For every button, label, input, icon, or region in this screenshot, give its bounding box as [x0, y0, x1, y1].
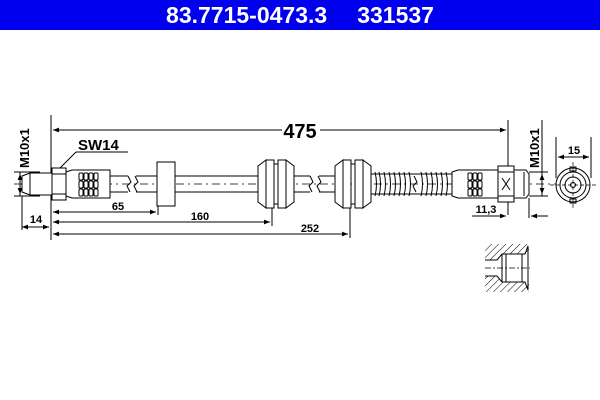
end-view: 15: [550, 137, 596, 208]
hose-drawing: 475 M10x1 SW14: [14, 115, 596, 292]
wrench-size-callout: SW14: [57, 137, 128, 171]
right-thread-dimension: M10x1: [527, 120, 548, 197]
label-11-3: 11,3: [476, 204, 497, 216]
label-252: 252: [301, 223, 319, 235]
sw14-label: SW14: [78, 137, 120, 154]
part-number: 83.7715-0473.3: [166, 1, 328, 28]
spring-guard: [371, 171, 452, 197]
label-14: 14: [30, 214, 43, 226]
label-160: 160: [191, 211, 209, 223]
article-number: 331537: [357, 1, 434, 28]
label-65: 65: [112, 201, 124, 213]
dimension-475: 475: [50, 115, 509, 240]
left-crimp-marks: [78, 172, 99, 197]
right-crimp-marks: [467, 172, 483, 197]
right-thread-label: M10x1: [527, 128, 542, 168]
bottom-dimensions: 14 65 160 252 11,3: [21, 196, 548, 238]
label-475: 475: [283, 121, 316, 143]
label-15: 15: [568, 145, 580, 157]
left-thread-label: M10x1: [17, 128, 32, 168]
hose-body: [14, 159, 560, 209]
port-section-detail: [485, 244, 530, 292]
title-bar: 83.7715-0473.3 331537: [0, 0, 600, 30]
